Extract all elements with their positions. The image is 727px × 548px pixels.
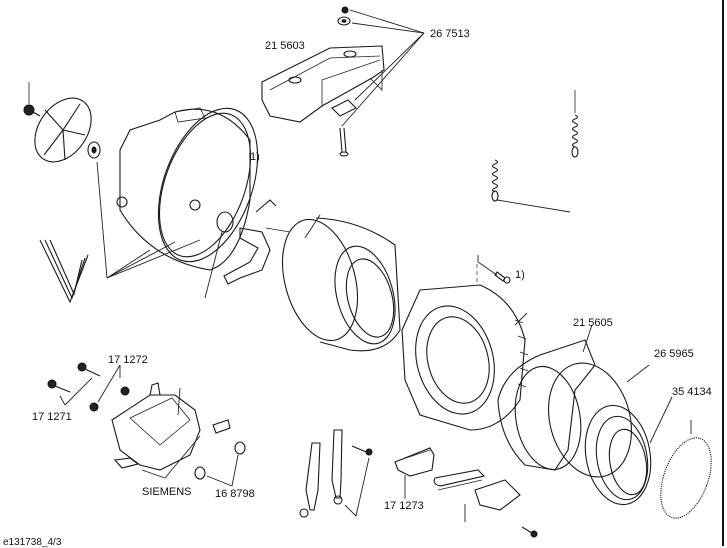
label-171272: 17 1272 [108,354,148,366]
label-168798: 16 8798 [215,488,255,500]
washer-part [337,16,351,26]
counterweight-part [261,45,385,123]
label-171271: 17 1271 [32,411,72,423]
leader-171272 [97,364,121,403]
label-354134: 35 4134 [672,386,712,398]
bolt-part [339,127,349,157]
pulley-part [34,97,92,163]
bushings-part [194,441,246,480]
spring-leader [496,199,571,213]
label-265965: 26 5965 [654,348,694,360]
door-seal-leader [649,396,673,444]
leader-267513 [341,9,425,127]
leader-215605 [582,324,593,353]
spring-right-part [571,90,579,158]
heater-clip-part [394,447,435,477]
shock-leaders [344,457,370,517]
leader-168798 [206,454,239,487]
bearing-part [87,141,101,159]
label-215603: 21 5603 [265,40,305,52]
figure-code: e131738_4/3 [3,537,62,548]
leader-171271 [59,377,93,406]
pulley-screw-part [23,82,41,117]
drum-leader [304,214,321,239]
door-seal-part [584,404,652,506]
heater-element-part [433,469,521,511]
note-bolt-part [477,255,511,284]
label-267513: 26 7513 [430,28,470,40]
drive-belt-part [39,239,89,304]
label-171273: 17 1273 [384,500,424,512]
motor-part [111,382,231,479]
rear-tub-part [116,107,259,271]
rear-tub-leaders [96,161,223,299]
front-tub-part [401,284,529,431]
motor-screws-part [47,362,101,393]
note-1-label-b: 1) [515,269,525,281]
spring-left-part [491,159,499,202]
drum-spider-part [223,199,291,285]
label-215605: 21 5605 [573,317,613,329]
motor-nuts-part [89,386,130,412]
seal-wire-ring-part [660,437,712,519]
note-1-label-a: 1) [250,151,260,163]
bracket-part [331,99,357,117]
label-siemens: SIEMENS [142,486,192,498]
leader-265965 [626,364,650,383]
sensor-part [521,526,538,538]
drum-part [282,217,401,352]
clamp-ring-part [547,362,633,478]
front-counterweight-part [497,339,596,471]
shock-absorbers-part [299,429,373,518]
front-tub-leader [514,312,528,326]
frame-edge [722,0,724,546]
nut-part [341,6,349,14]
